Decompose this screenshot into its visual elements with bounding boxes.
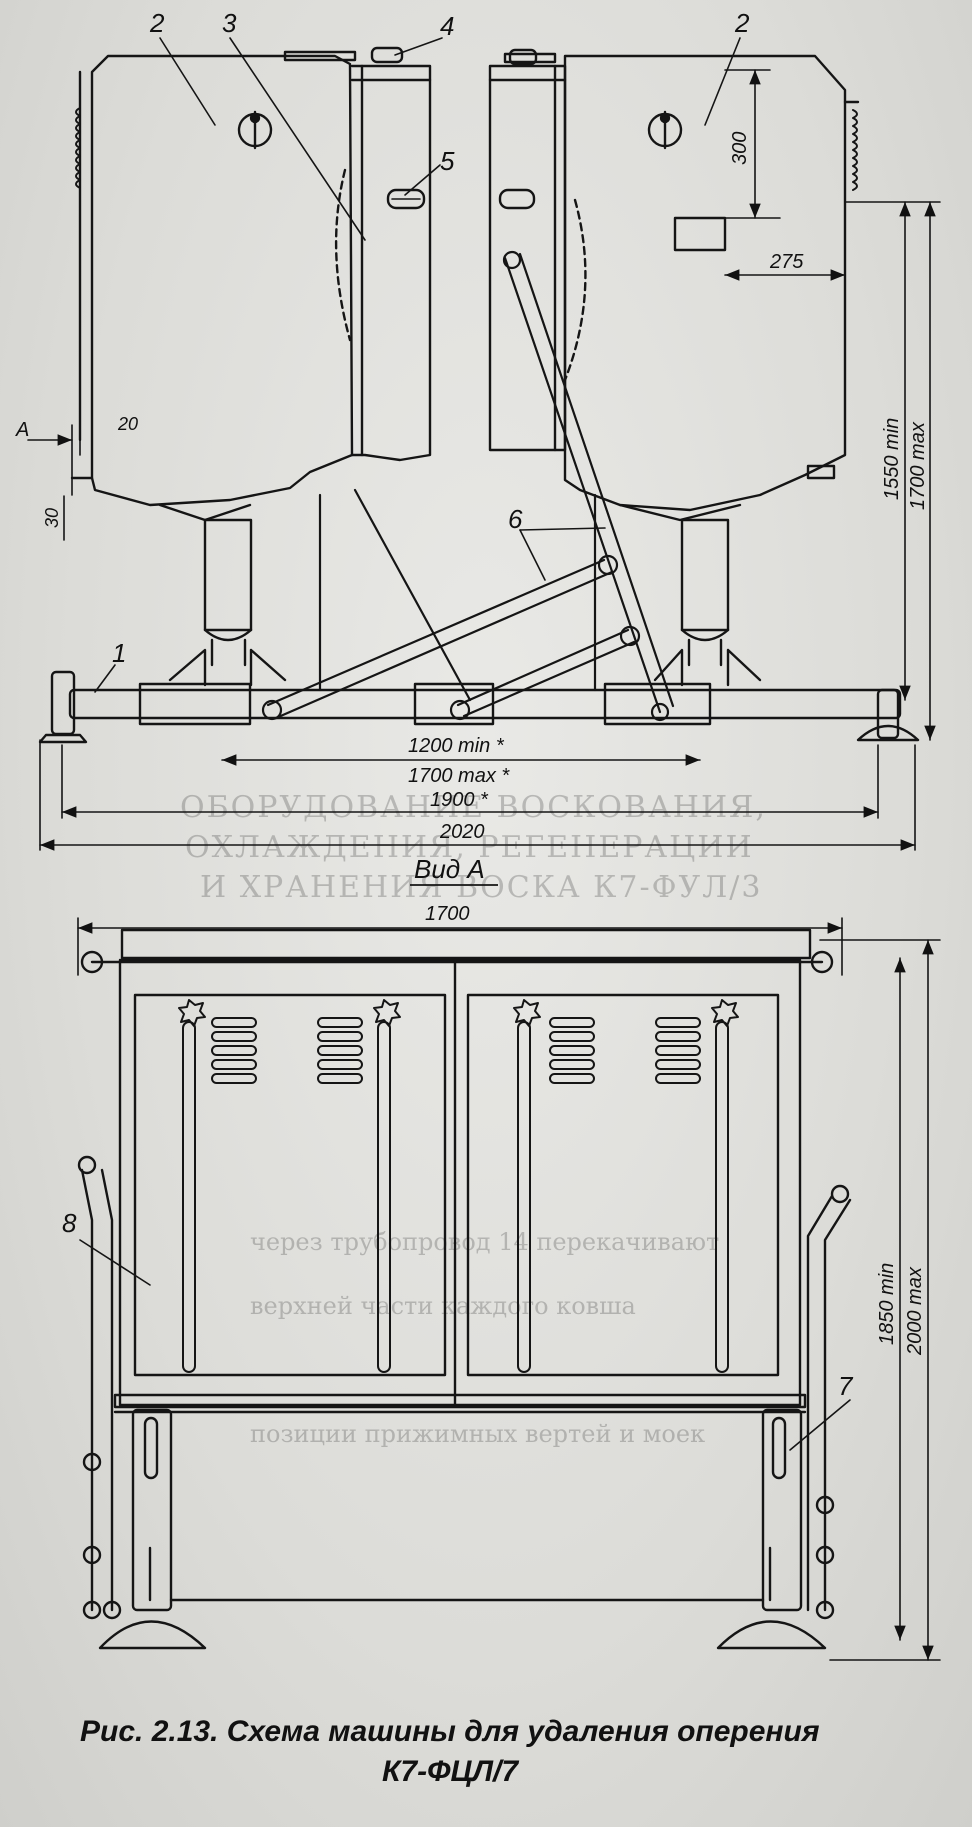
- dim-275: 275: [769, 251, 804, 273]
- bleed-text: верхней части каждого ковша: [250, 1292, 636, 1320]
- dim-300: 300: [729, 132, 751, 165]
- dim-1700-max-star: 1700 max *: [408, 765, 510, 787]
- view-a-frame: [80, 928, 834, 1414]
- vent-louvers: [211, 1017, 701, 1084]
- callout-2-right: 2: [734, 8, 750, 38]
- figure-caption: Рис. 2.13. Схема машины для удаления опе…: [60, 1712, 880, 1792]
- callout-3: 3: [222, 8, 237, 38]
- bleed-text: через трубопровод 14 перекачивают: [250, 1228, 720, 1256]
- callout-2-left: 2: [149, 8, 165, 38]
- dim-1550-min: 1550 min: [881, 418, 903, 500]
- callout-labels: 2 3 4 5 2 6 1 8 7: [62, 8, 854, 1401]
- side-handles: [77, 1155, 852, 1620]
- bleed-text: И ХРАНЕНИЯ ВОСКА К7-ФУЛ/3: [200, 870, 763, 905]
- dim-1700-view-a: 1700: [425, 903, 470, 925]
- dimension-lines-view-a: [77, 917, 941, 1661]
- top-mounts: [283, 46, 557, 66]
- view-a-arrow-label: A: [15, 419, 29, 441]
- callout-6: 6: [508, 504, 523, 534]
- callout-8: 8: [62, 1208, 77, 1238]
- dim-2000-max: 2000 max: [904, 1266, 926, 1356]
- bleed-text: позиции прижимных вертей и моек: [250, 1420, 706, 1448]
- dim-2020: 2020: [439, 821, 485, 843]
- base-rail: [38, 670, 920, 744]
- legs: [98, 1408, 827, 1650]
- caption-line-2: К7-ФЦЛ/7: [381, 1755, 519, 1788]
- support-left: [158, 503, 287, 687]
- callout-4: 4: [440, 11, 454, 41]
- view-a-title: Вид А: [414, 854, 485, 884]
- coil-left: [75, 107, 81, 189]
- dim-1200-min: 1200 min *: [408, 735, 505, 757]
- dim-1850-min: 1850 min: [876, 1263, 898, 1345]
- dim-30: 30: [42, 508, 62, 528]
- dim-1700-max: 1700 max: [907, 421, 929, 510]
- dimension-lines-top: [27, 37, 941, 851]
- drum-left: [334, 64, 432, 462]
- support-right: [618, 503, 762, 687]
- right-tank: [563, 54, 860, 512]
- caption-line-1: Рис. 2.13. Схема машины для удаления опе…: [80, 1715, 820, 1748]
- linkage-arms: [261, 250, 675, 722]
- callout-5: 5: [440, 146, 455, 176]
- left-tank: [70, 54, 354, 507]
- callout-1: 1: [112, 638, 126, 668]
- dimension-labels: A 20 30 300 275 1550 min 1700 max 1200 m…: [15, 132, 929, 1356]
- callout-7: 7: [838, 1371, 854, 1401]
- door-slots: [178, 999, 739, 1373]
- dim-20: 20: [117, 414, 138, 434]
- dim-1900: 1900 *: [430, 789, 489, 811]
